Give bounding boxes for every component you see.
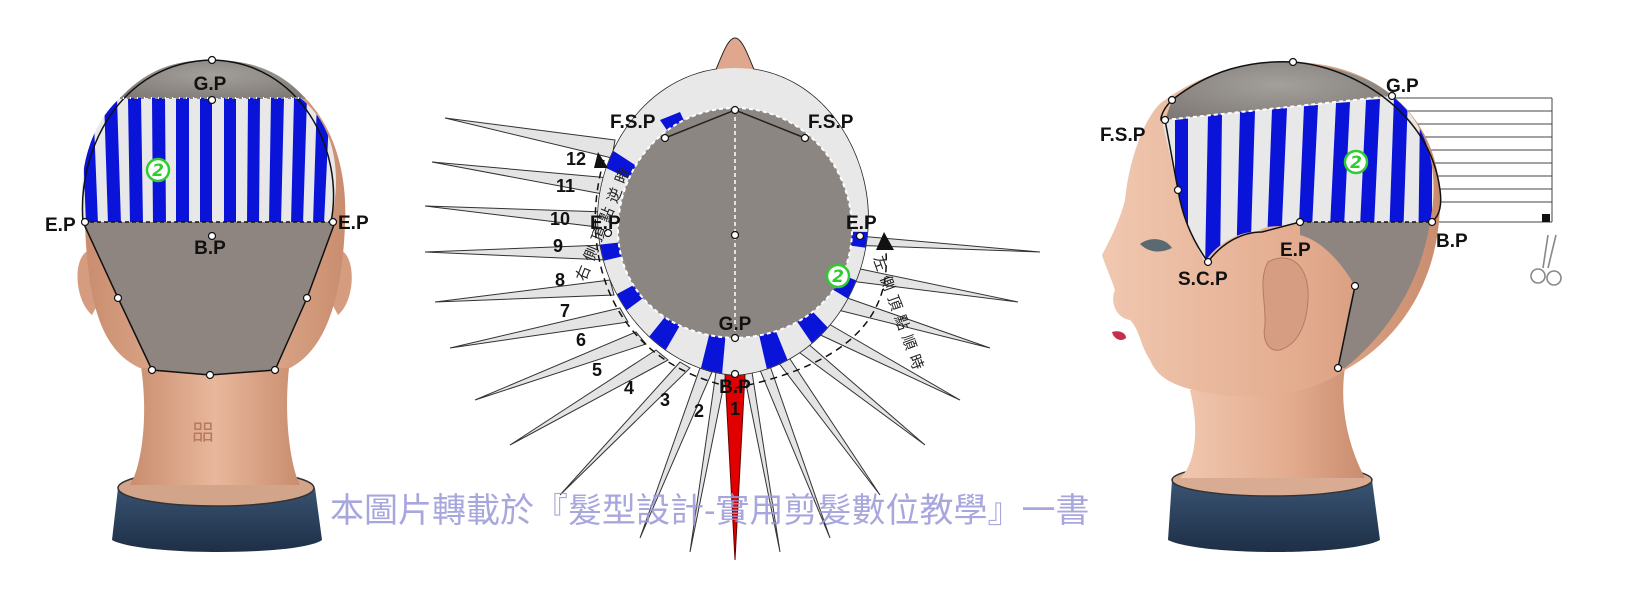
spike-number: 1 — [730, 399, 740, 419]
back-badge-text: 2 — [152, 161, 164, 181]
spike-number: 5 — [592, 360, 602, 380]
watermark-text: 本圖片轉載於『髮型設計-實用剪髮數位教學』一書 — [330, 491, 1090, 531]
side-bp-label: B.P — [1436, 231, 1468, 252]
top-fsp-left-label: F.S.P — [610, 112, 656, 133]
top-bp-label: B.P — [719, 377, 751, 398]
right-ear — [330, 250, 352, 315]
side-hairline-front — [1160, 99, 1301, 264]
spike-number: 2 — [694, 401, 704, 421]
back-section-badge-icon — [145, 157, 171, 183]
arrow-up-right-icon — [876, 232, 894, 250]
top-badge-text: 2 — [832, 267, 844, 287]
back-gp-label: G.P — [194, 74, 227, 95]
side-ear — [1262, 257, 1309, 351]
nose — [714, 37, 756, 73]
back-points — [80, 55, 338, 380]
back-view: 㗊 — [45, 55, 369, 552]
spike-number: 12 — [566, 149, 586, 169]
eye — [1140, 239, 1172, 252]
side-crown — [1165, 61, 1392, 120]
side-section-line-top — [1164, 95, 1393, 121]
spike-number: 8 — [555, 270, 565, 290]
back-ep-left-label: E.P — [45, 215, 76, 236]
spike-number: 9 — [553, 236, 563, 256]
spike-numbers: 1 2 3 4 5 6 7 8 9 10 11 12 — [550, 149, 740, 421]
back-stripe-band — [81, 98, 336, 222]
side-hairline-back — [1337, 285, 1356, 369]
top-fsp-right-label: F.S.P — [808, 112, 854, 133]
spike-number: 10 — [550, 209, 570, 229]
neck — [130, 360, 300, 485]
scissors-icon — [1530, 234, 1562, 286]
side-section-badge-icon — [1343, 149, 1369, 175]
top-view: 2 F.S.P F.S.P E.P E.P G.P B.P 1 2 3 4 5 … — [424, 37, 1041, 561]
side-scp-label: S.C.P — [1178, 269, 1228, 290]
side-fsp-label: F.S.P — [1100, 125, 1146, 146]
spike-number: 4 — [624, 378, 634, 398]
side-gp-label: G.P — [1386, 76, 1419, 97]
spike-number: 3 — [660, 390, 670, 410]
arrow-up-left-icon — [594, 152, 608, 168]
top-ep-left-label: E.P — [590, 213, 621, 234]
spike-number: 6 — [576, 330, 586, 350]
back-bp-label: B.P — [194, 238, 226, 259]
side-lower-hair — [1300, 222, 1430, 368]
top-section-badge-icon — [825, 263, 851, 289]
side-badge-text: 2 — [1350, 153, 1362, 173]
side-ep-label: E.P — [1280, 240, 1311, 261]
back-ep-right-label: E.P — [338, 213, 369, 234]
guide-corner-marker — [1542, 214, 1550, 222]
side-points — [1160, 57, 1437, 373]
spike-number: 11 — [556, 176, 575, 196]
elevation-guide-lines — [1392, 97, 1553, 223]
top-gp-label: G.P — [719, 314, 752, 335]
lips — [1112, 331, 1126, 340]
spike-number: 7 — [560, 301, 570, 321]
neck-emboss-mark: 㗊 — [192, 421, 214, 446]
top-spikes — [424, 117, 1041, 553]
top-ep-right-label: E.P — [846, 213, 877, 234]
top-points — [603, 105, 865, 379]
lower-hair-section — [83, 222, 335, 375]
side-view: 2 G.P F.S.P E.P B.P S.C.P — [1100, 57, 1562, 552]
